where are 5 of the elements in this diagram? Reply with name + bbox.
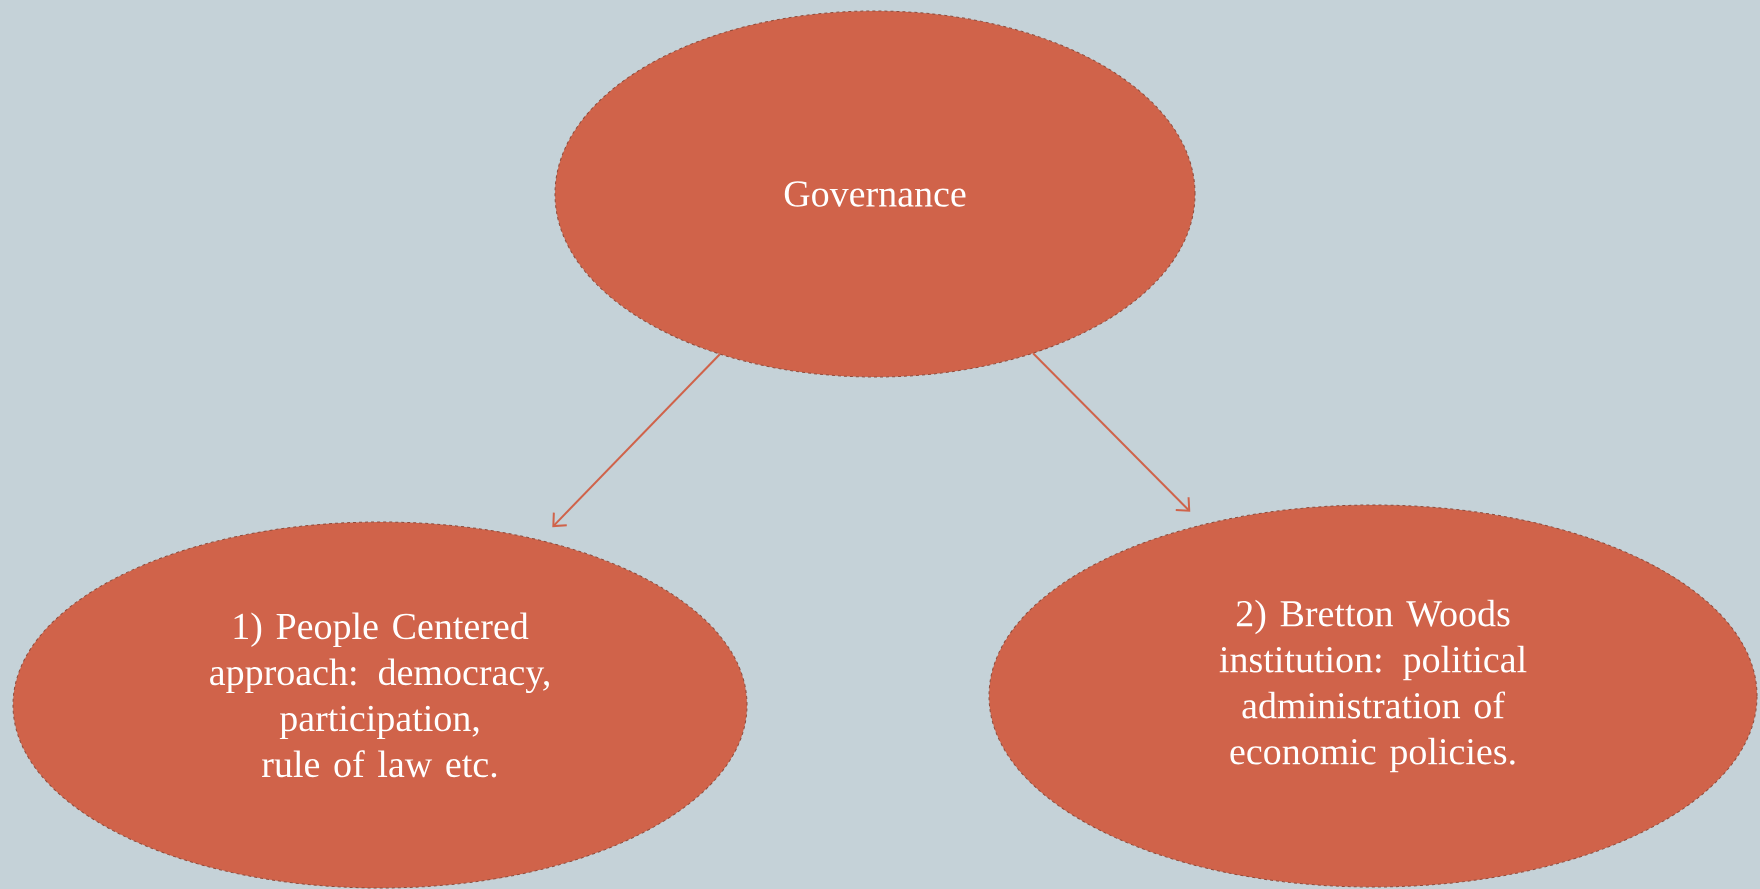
ellipse-node: 2) Bretton Woods institution: political administration of economic policies. bbox=[988, 504, 1758, 888]
ellipse-node: Governance bbox=[554, 10, 1196, 378]
arrow bbox=[1032, 352, 1191, 512]
arrow bbox=[552, 353, 721, 528]
ellipse-node: 1) People Centered approach: democracy, participation, rule of law etc. bbox=[12, 521, 748, 889]
